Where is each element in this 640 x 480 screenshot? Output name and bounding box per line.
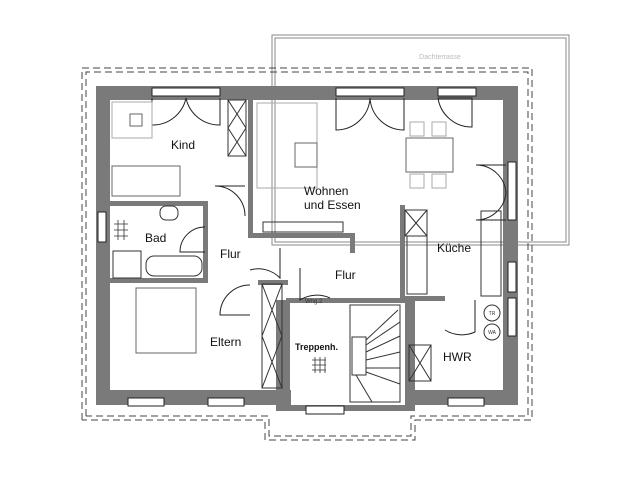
room-label-flur-right: Flur (335, 268, 356, 282)
room-label-eltern: Eltern (210, 335, 241, 349)
windows (97, 87, 517, 415)
dryer-label: TR (489, 311, 496, 317)
roof-terrace: Dachterrasse (271, 34, 570, 246)
room-label-kind: Kind (171, 138, 195, 152)
doors (151, 97, 507, 336)
room-label-essen: und Essen (304, 198, 361, 212)
washer-label: WA (488, 330, 497, 336)
furniture (111, 101, 502, 354)
room-label-wohnen: Wohnen (304, 184, 348, 198)
room-label-bad: Bad (145, 231, 166, 245)
room-label-treppenhaus: Treppenh. (295, 342, 338, 352)
room-label-flur-left: Flur (220, 247, 241, 261)
unit-label: Wng.2 (305, 299, 323, 305)
room-label-hwr: HWR (443, 350, 472, 364)
wardrobes (227, 99, 432, 389)
staircase (349, 304, 401, 403)
floor-tiles (114, 220, 326, 373)
roof-outline (81, 67, 533, 441)
room-label-kueche: Küche (437, 241, 471, 255)
terrace-label: Dachterrasse (419, 54, 461, 61)
